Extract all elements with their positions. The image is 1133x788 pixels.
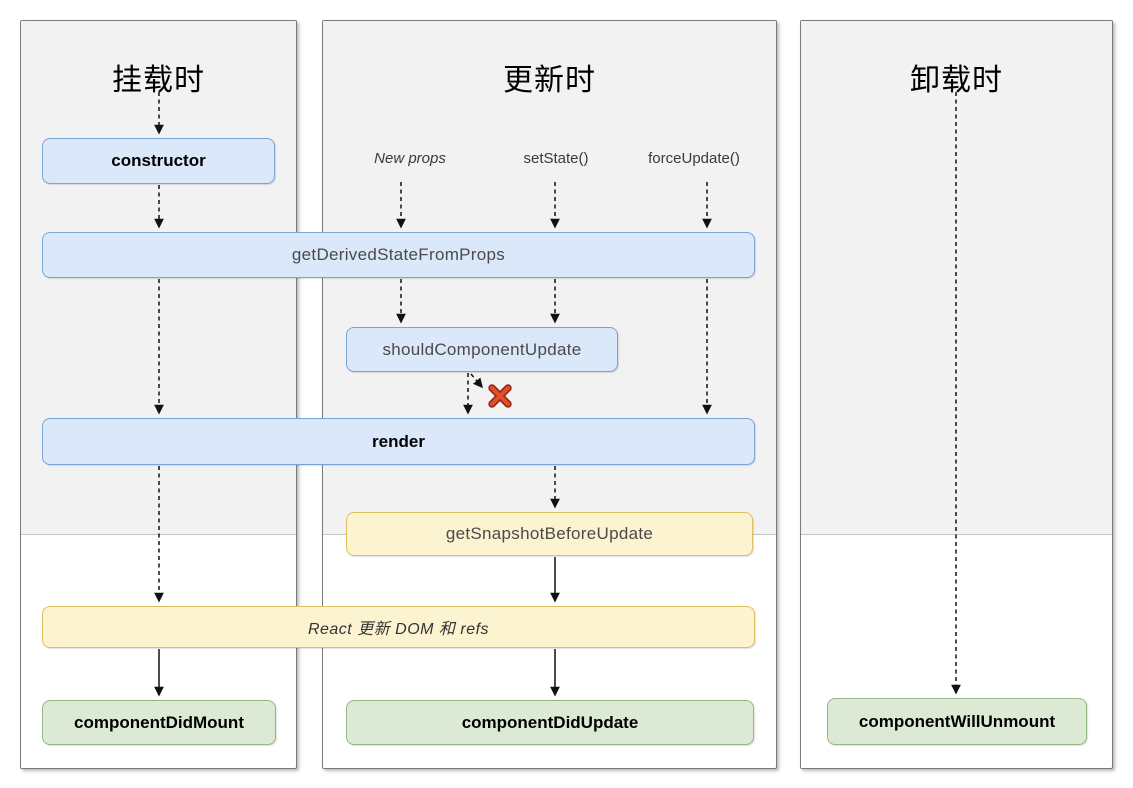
unmount-column-title: 卸载时 bbox=[910, 64, 1003, 97]
componentdidupdate-box: componentDidUpdate bbox=[346, 700, 754, 745]
update-column-title: 更新时 bbox=[503, 64, 596, 97]
getderivedstatefromprops-box: getDerivedStateFromProps bbox=[42, 232, 755, 278]
componentdidmount-box: componentDidMount bbox=[42, 700, 276, 745]
unmount-column: 卸载时 bbox=[800, 20, 1113, 769]
shouldcomponentupdate-box: shouldComponentUpdate bbox=[346, 327, 618, 372]
react-updates-dom-box: React 更新 DOM 和 refs bbox=[42, 606, 755, 648]
render-box: render bbox=[42, 418, 755, 465]
mount-column-title: 挂载时 bbox=[112, 64, 205, 97]
forceupdate-label: forceUpdate() bbox=[648, 150, 740, 167]
new-props-label: New props bbox=[374, 150, 446, 167]
componentwillunmount-box: componentWillUnmount bbox=[827, 698, 1087, 745]
update-column: 更新时 bbox=[322, 20, 777, 769]
getsnapshotbeforeupdate-box: getSnapshotBeforeUpdate bbox=[346, 512, 753, 556]
mount-column: 挂载时 bbox=[20, 20, 297, 769]
constructor-box: constructor bbox=[42, 138, 275, 184]
setstate-label: setState() bbox=[523, 150, 589, 167]
